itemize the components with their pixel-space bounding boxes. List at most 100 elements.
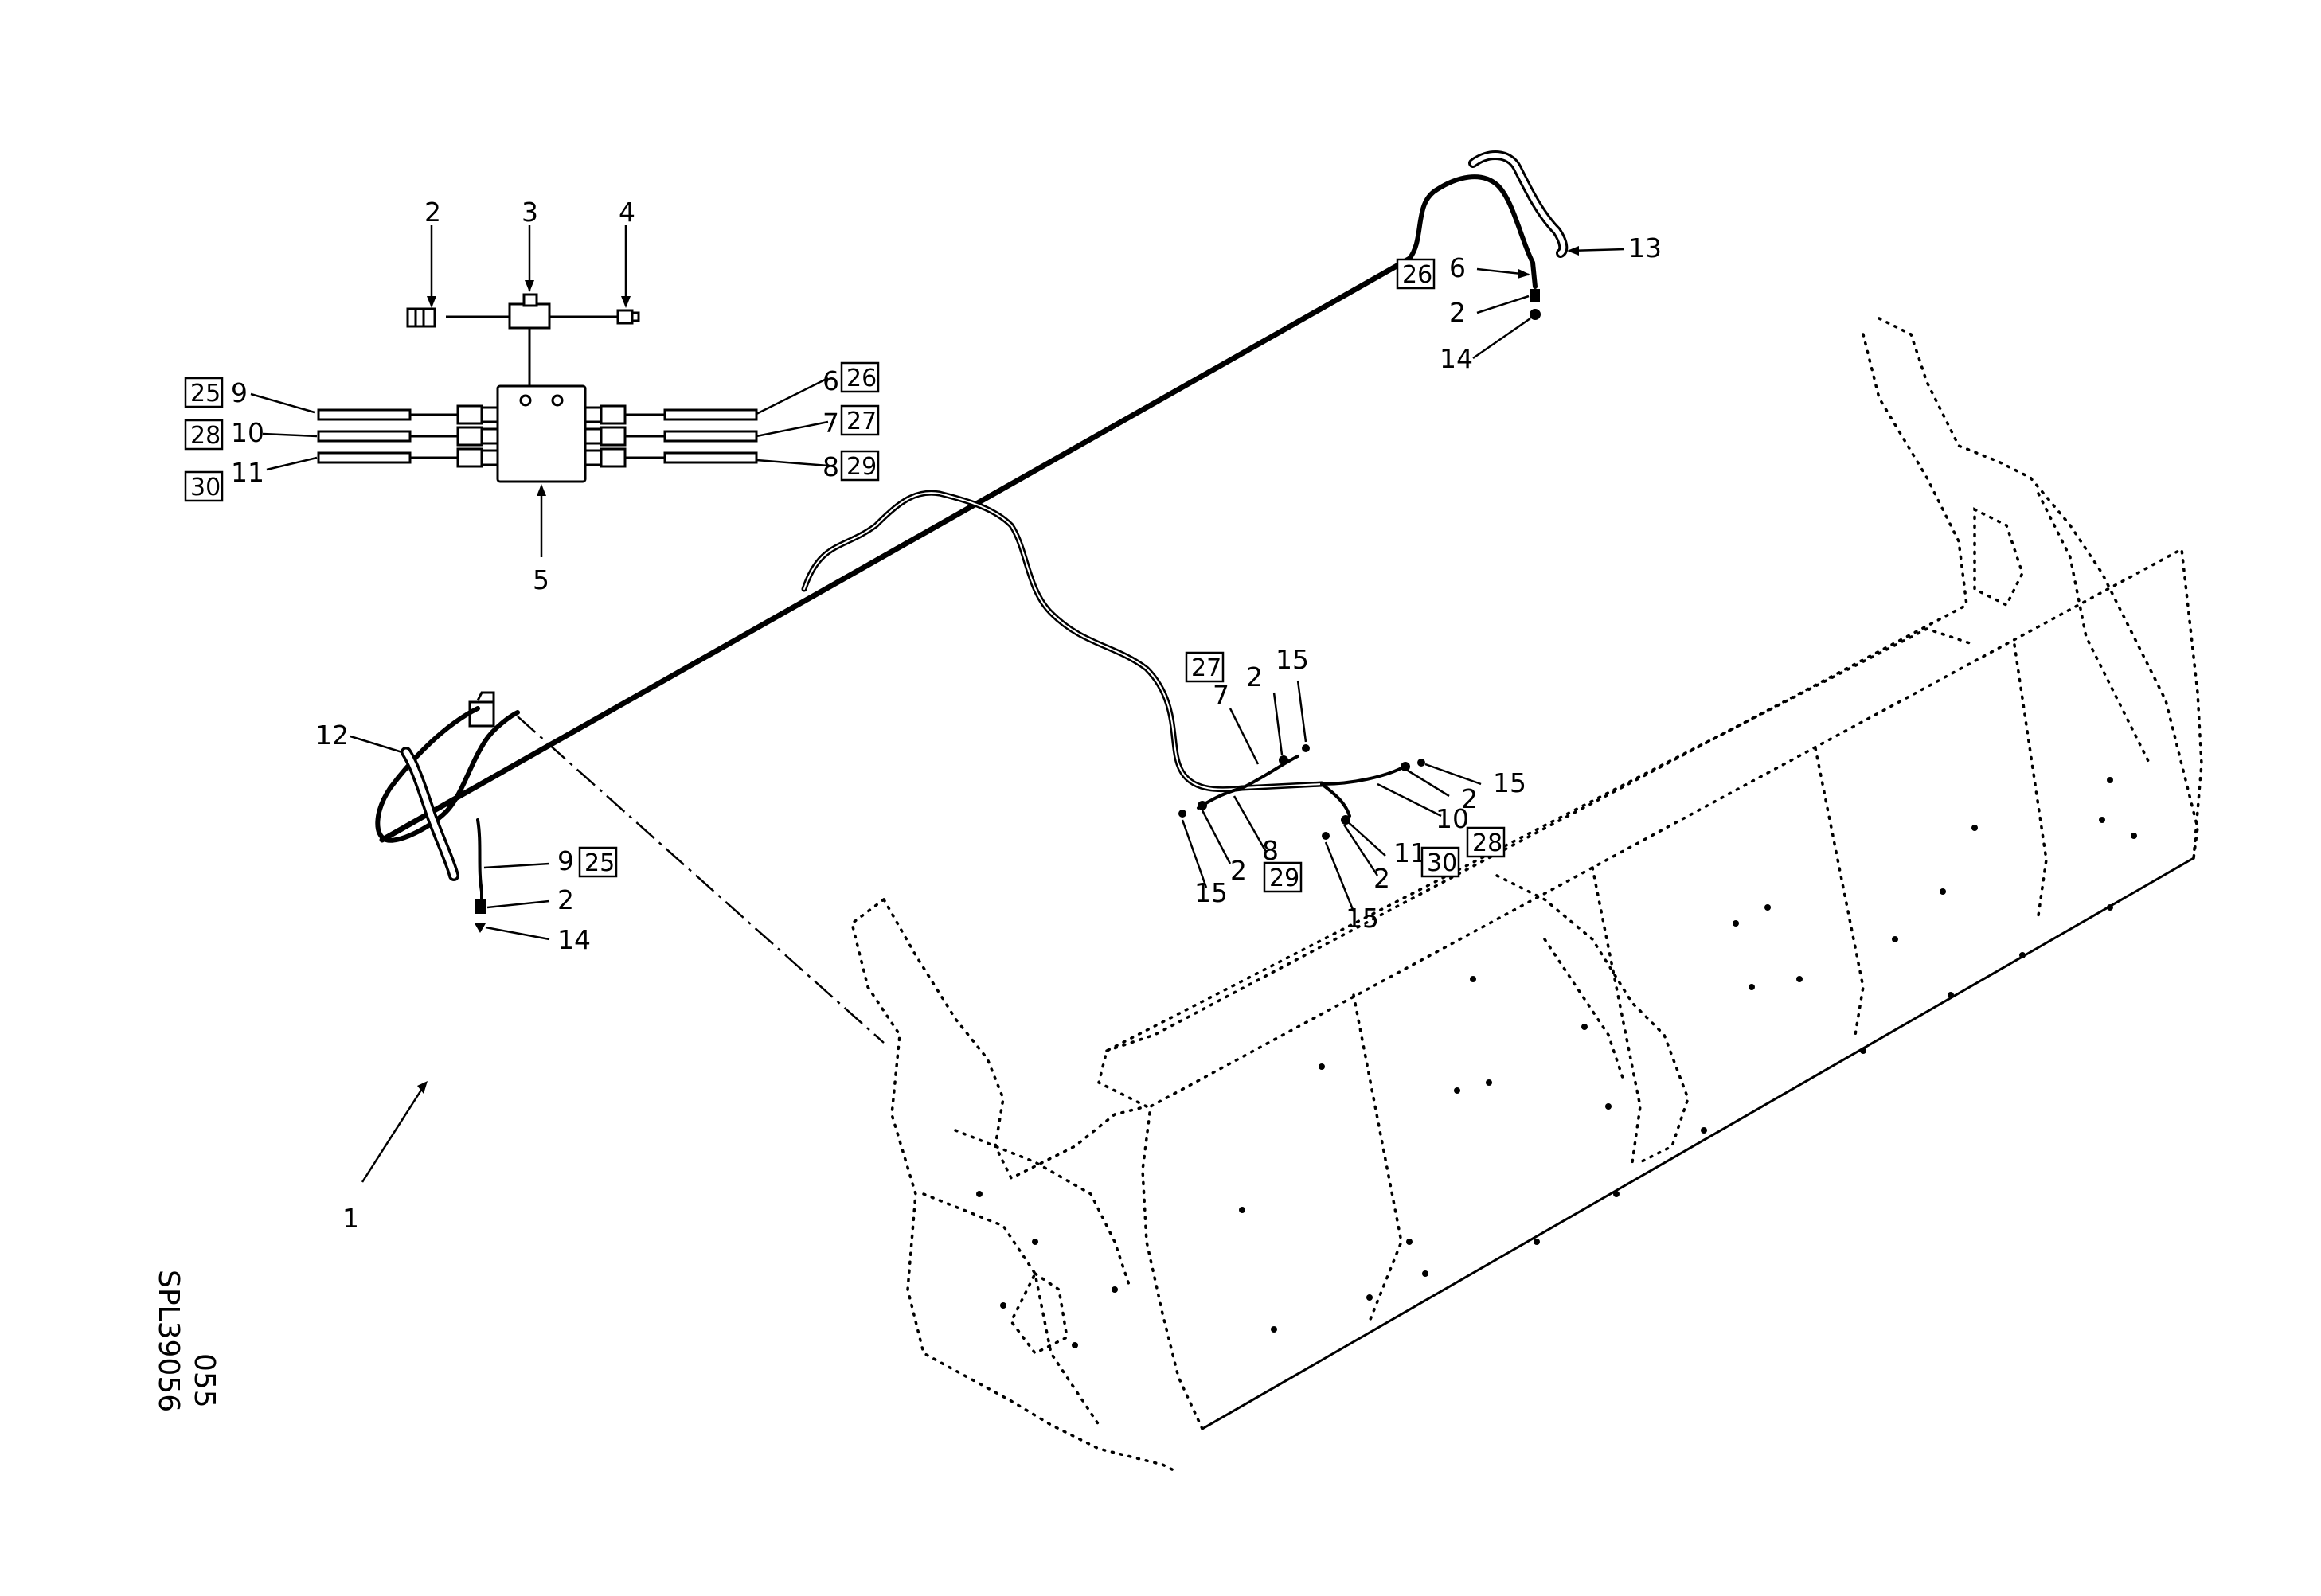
bucket-panel-1 [1352, 993, 1403, 1323]
ref-box-26-top: 26 [840, 361, 880, 393]
svg-text:30: 30 [190, 474, 221, 501]
callout-15-mid-d: 15 [1346, 903, 1379, 934]
bucket-right-ear [1878, 317, 2199, 860]
clip-block [468, 700, 495, 728]
ref-box-30-top: 30 [184, 470, 224, 502]
callout-10-top: 10 [231, 417, 264, 448]
ref-box-29-top: 29 [840, 450, 880, 482]
manifold-block-shape [496, 384, 587, 483]
bucket-outline [850, 317, 2203, 1474]
tee-fitting-shape [508, 302, 551, 330]
callout-1-assembly: 1 [342, 1203, 359, 1234]
callout-9-left: 9 [557, 845, 574, 876]
middle-fittings [1178, 744, 1425, 840]
ref-box-28-top: 28 [184, 419, 224, 451]
svg-text:29: 29 [846, 453, 877, 481]
bucket-left-ear [882, 898, 1148, 1180]
bucket-center-bracket-2 [1543, 938, 1626, 1084]
ref-box-27-mid: 27 [1185, 651, 1225, 683]
svg-text:25: 25 [190, 380, 221, 408]
fitting-15-c [1178, 810, 1186, 818]
svg-text:28: 28 [1472, 829, 1502, 857]
callout-labels: 2 3 4 5 9 10 11 6 7 8 1 12 13 6 2 14 9 2… [231, 197, 1662, 1234]
svg-text:25: 25 [584, 849, 615, 877]
callout-8-top: 8 [823, 451, 839, 482]
bucket-rear-edge [1105, 603, 1968, 1052]
plug-4-shape [616, 309, 634, 325]
fitting-2-c [1198, 801, 1207, 810]
callout-2-mid-b: 2 [1461, 783, 1478, 814]
right-pipe-fittings [1530, 289, 1541, 320]
svg-text:27: 27 [1191, 654, 1221, 682]
left-cap-14 [475, 923, 486, 933]
bucket-panel-3 [1814, 747, 1865, 1036]
hose-9-drop [476, 818, 483, 901]
branch-11 [1320, 782, 1351, 818]
boxed-references: 25 28 30 26 27 29 26 25 [184, 258, 1506, 893]
left-fittings [468, 691, 495, 933]
svg-text:26: 26 [1402, 261, 1432, 289]
callout-4-plug: 4 [619, 197, 635, 228]
callout-2-pipe: 2 [1449, 297, 1466, 328]
hydraulic-pipe-routing [375, 150, 1569, 901]
callout-10-mid: 10 [1436, 803, 1469, 834]
bucket-right-ear-inner [1862, 333, 1968, 607]
callout-8-mid: 8 [1262, 835, 1279, 866]
bucket-left-bracket [1009, 1271, 1069, 1356]
svg-text:26: 26 [846, 365, 877, 392]
ref-box-25-top: 25 [184, 377, 224, 408]
bucket-right-bracket [1973, 507, 2024, 607]
ref-box-26-pipe: 26 [1396, 258, 1436, 290]
bucket-left-side [850, 898, 1180, 1474]
fitting-2-b [1401, 762, 1410, 771]
fitting-15-d [1322, 832, 1330, 840]
callout-7-mid: 7 [1213, 680, 1229, 711]
bucket-bolt-dots [976, 777, 2137, 1348]
bucket-right-inner [2037, 492, 2151, 766]
ref-box-29-mid: 29 [1263, 861, 1303, 893]
fitting-15-b [1417, 759, 1425, 767]
callout-14-left: 14 [557, 924, 591, 955]
manifold-detail-inset [317, 293, 758, 483]
callout-11-top: 11 [231, 457, 264, 488]
right-coupling-2 [1530, 289, 1540, 302]
leader-arrowheads [417, 246, 1579, 1094]
svg-text:30: 30 [1427, 849, 1457, 877]
left-coupling-2 [475, 899, 486, 914]
callout-6-top: 6 [823, 365, 839, 396]
bucket-panel-4 [2013, 643, 2048, 917]
callout-6-pipe: 6 [1449, 252, 1466, 283]
svg-text:29: 29 [1269, 864, 1299, 892]
sheet-number: 055 [188, 1353, 221, 1408]
bucket-panel-2 [1591, 866, 1642, 1164]
callout-leaders [250, 225, 1625, 1183]
callout-15-mid-c: 15 [1194, 877, 1228, 908]
drawing-code-block: SPL39056 055 [152, 1270, 221, 1412]
ref-box-30-mid: 30 [1420, 846, 1460, 878]
callout-7-top: 7 [823, 408, 839, 439]
hose-bundle-wavy [801, 490, 1325, 793]
callout-2-mid-d: 2 [1373, 863, 1390, 894]
callout-13-pipe: 13 [1628, 232, 1662, 263]
ref-box-28-mid: 28 [1466, 826, 1506, 858]
bucket-front-face [1141, 547, 2203, 1430]
callout-14-pipe: 14 [1440, 343, 1473, 374]
callout-2-mid-a: 2 [1246, 661, 1263, 693]
bucket-left-inner [922, 1192, 1100, 1426]
callout-12-clip: 12 [315, 720, 349, 751]
pipe-top-bend [1407, 174, 1538, 289]
bucket-cutting-edge [1201, 857, 2195, 1430]
callout-15-mid-b: 15 [1493, 767, 1526, 798]
callout-2-mid-c: 2 [1230, 855, 1247, 886]
callout-15-mid-a: 15 [1276, 644, 1309, 675]
coupling-2-shape [406, 307, 436, 328]
callout-5-manifold: 5 [533, 564, 549, 595]
callout-2-left: 2 [557, 884, 574, 915]
right-cap-14 [1530, 309, 1541, 320]
bucket-center-bracket [1495, 874, 1690, 1164]
callout-9-top: 9 [231, 377, 248, 408]
fitting-2-a [1279, 755, 1288, 765]
long-steel-pipe [379, 256, 1413, 843]
